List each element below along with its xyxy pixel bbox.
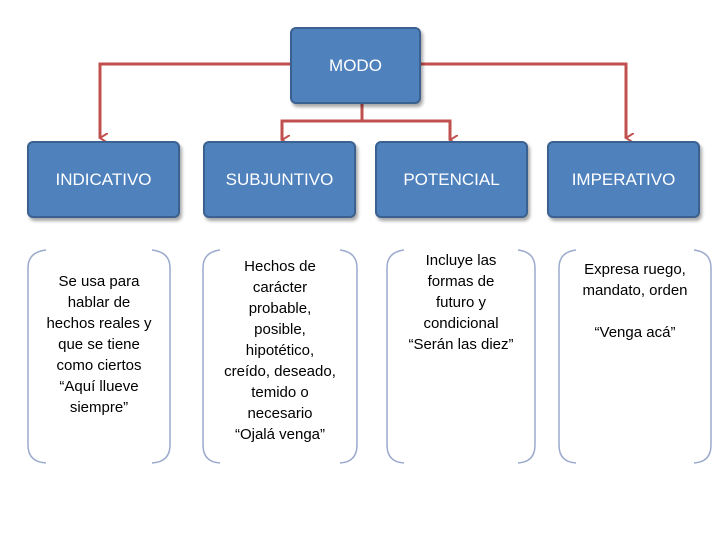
brace-indicativo-left: [27, 249, 47, 464]
connector-modo-indicativo: [100, 62, 290, 138]
connector-modo-imperativo: [421, 62, 626, 138]
node-imperativo-label: IMPERATIVO: [571, 169, 676, 189]
connector-modo-subjuntivo: [282, 119, 362, 140]
brace-subjuntivo-right: [339, 249, 358, 464]
brace-subjuntivo-left: [202, 249, 221, 464]
description-potencial: Incluye las formas de futuro y condicion…: [408, 252, 514, 353]
node-modo-label: MODO: [329, 55, 382, 75]
brace-potencial-right: [517, 249, 536, 464]
brace-indicativo-right: [151, 249, 171, 464]
description-subjuntivo: Hechos de carácter probable, posible, hi…: [224, 258, 336, 443]
node-modo: MODO: [290, 27, 421, 104]
brace-imperativo-right: [693, 249, 712, 464]
node-potencial-label: POTENCIAL: [403, 169, 500, 189]
node-potencial: POTENCIAL: [375, 141, 528, 218]
node-imperativo: IMPERATIVO: [547, 141, 700, 218]
node-subjuntivo-label: SUBJUNTIVO: [225, 169, 334, 189]
brace-imperativo-left: [558, 249, 577, 464]
description-indicativo: Se usa para hablar de hechos reales y qu…: [46, 273, 152, 416]
brace-potencial-left: [386, 249, 405, 464]
node-subjuntivo: SUBJUNTIVO: [203, 141, 356, 218]
node-indicativo: INDICATIVO: [27, 141, 180, 218]
connector-modo-potencial: [362, 119, 450, 140]
description-imperativo: Expresa ruego, mandato, orden “Venga acá…: [582, 261, 688, 341]
node-indicativo-label: INDICATIVO: [55, 169, 152, 189]
